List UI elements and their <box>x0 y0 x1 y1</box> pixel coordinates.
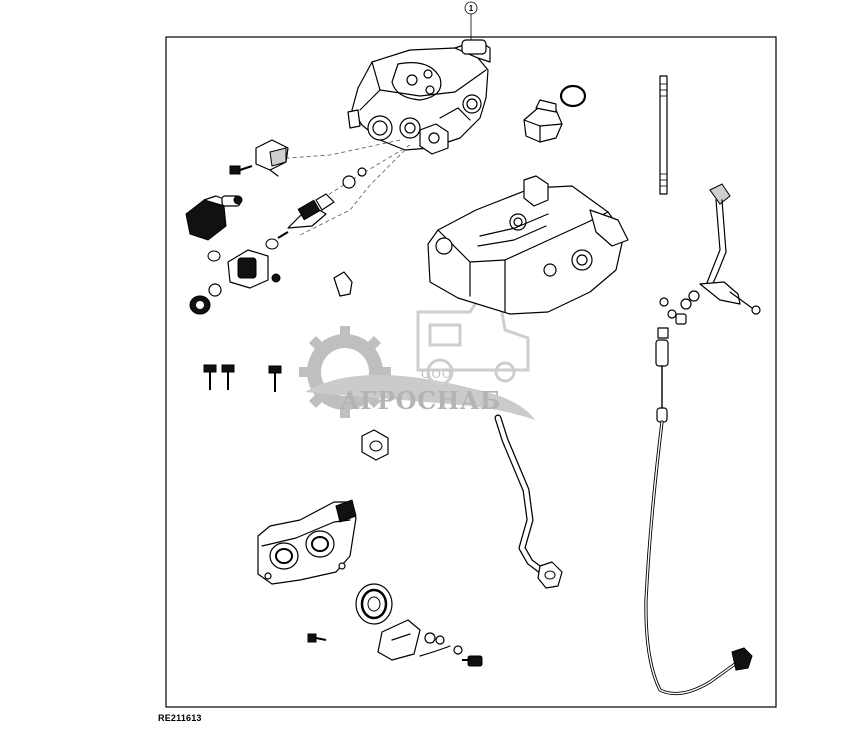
nut-1 <box>189 283 222 315</box>
small-fittings <box>207 167 367 262</box>
bracket-clip <box>255 139 289 177</box>
harvester-icon <box>416 298 530 386</box>
solenoid-coil-2 <box>227 249 281 289</box>
seal-disc <box>355 583 393 625</box>
valve-housing <box>427 175 629 315</box>
small-elbow <box>333 271 353 297</box>
cartridge-valve <box>277 193 335 239</box>
tube-nut <box>361 429 389 461</box>
small-screw-1 <box>229 165 253 175</box>
reference-code: RE211613 <box>158 713 202 723</box>
watermark-prefix: ООО <box>421 367 452 381</box>
o-ring <box>559 84 587 108</box>
small-screw-2 <box>307 633 327 643</box>
watermark: ООО АГРОСНАБ <box>299 298 535 420</box>
diagram-frame <box>165 36 777 708</box>
long-stud <box>659 75 668 195</box>
valve-body <box>347 39 491 155</box>
control-cable <box>644 339 753 696</box>
callout-number: 1 <box>469 4 474 13</box>
hydraulic-tube <box>494 414 563 589</box>
cover-plate <box>257 499 357 585</box>
callout-1: 1 <box>464 1 478 45</box>
drain-plug <box>523 99 563 143</box>
solenoid-coil <box>185 195 243 241</box>
cable-fittings <box>657 290 700 339</box>
cap-screws <box>203 364 282 392</box>
control-lever <box>699 183 761 315</box>
mounting-bracket <box>377 619 483 667</box>
watermark-company: АГРОСНАБ <box>340 386 501 415</box>
